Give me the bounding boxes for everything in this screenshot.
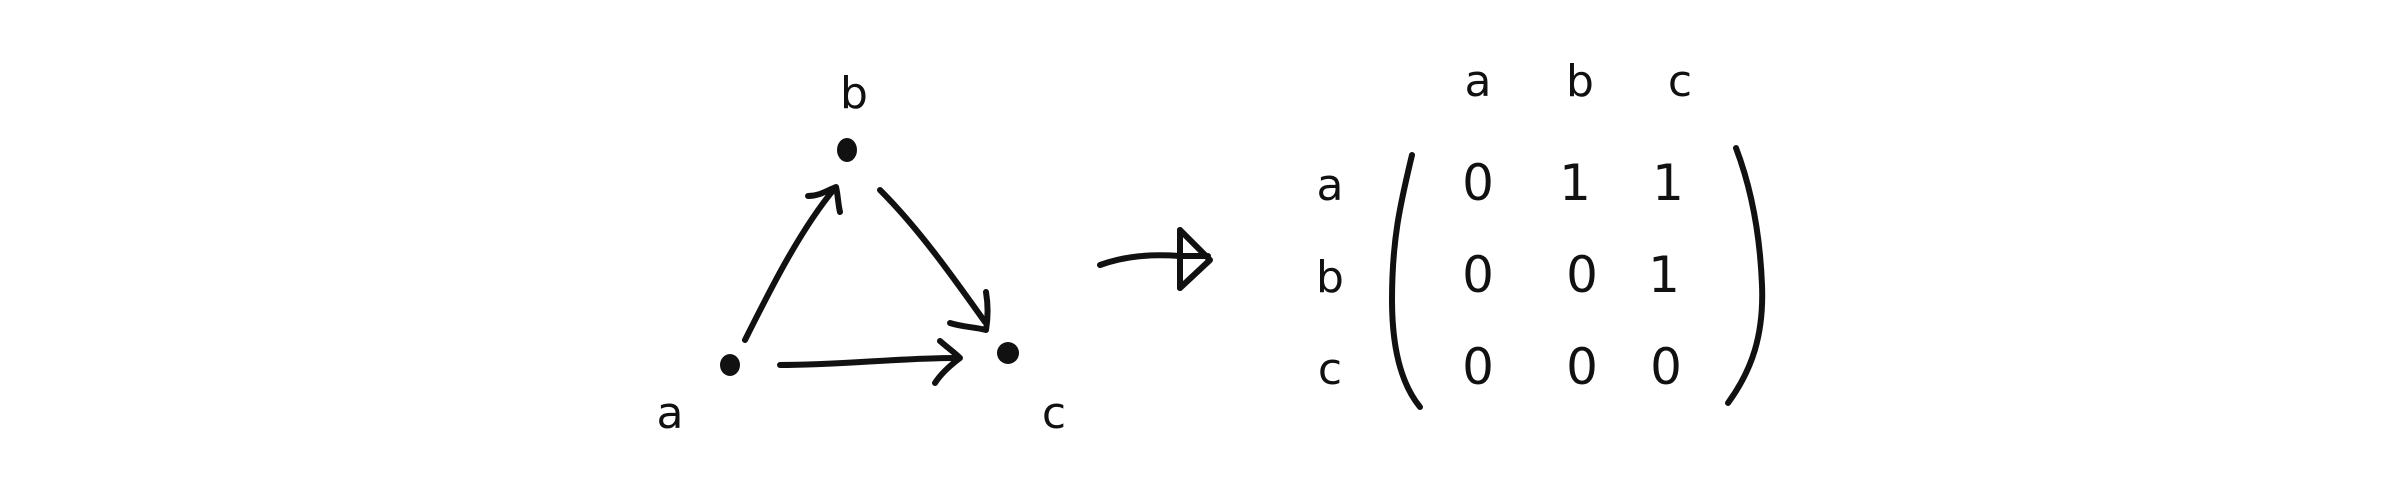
edge-a-to-b-line xyxy=(742,185,838,343)
matrix-cell: 0 xyxy=(1566,338,1598,396)
edge-a-to-b-arrowhead xyxy=(805,184,843,215)
node-a-label: a xyxy=(657,388,684,439)
directed-graph: b a c xyxy=(657,68,1067,439)
matrix-cell: 0 xyxy=(1462,154,1494,212)
edge-a-to-b xyxy=(742,184,843,343)
matrix-cell: 1 xyxy=(1559,154,1591,212)
implies-arrow-head xyxy=(1177,227,1213,291)
matrix-row-header: b xyxy=(1316,252,1344,303)
matrix-cell: 1 xyxy=(1648,246,1680,304)
node-c-label: c xyxy=(1042,388,1066,439)
node-c-dot xyxy=(997,342,1019,364)
matrix-cell: 0 xyxy=(1462,338,1494,396)
edge-a-to-c xyxy=(777,338,963,386)
node-b-dot xyxy=(837,138,857,162)
matrix-cell: 1 xyxy=(1652,154,1684,212)
matrix-left-bracket xyxy=(1389,152,1423,410)
matrix-col-header: b xyxy=(1566,56,1594,107)
edge-b-to-c-arrowhead xyxy=(947,289,991,333)
matrix-col-header: c xyxy=(1668,56,1692,107)
matrix-row-header: c xyxy=(1318,344,1342,395)
matrix-cell: 0 xyxy=(1566,246,1598,304)
edge-b-to-c xyxy=(877,187,991,333)
node-b-label: b xyxy=(840,68,868,119)
adjacency-matrix: a b c a b c 0 1 1 0 0 1 0 0 0 xyxy=(1316,56,1766,410)
implies-arrow-shaft xyxy=(1097,252,1211,268)
edge-b-to-c-line xyxy=(877,187,988,325)
matrix-right-bracket xyxy=(1725,145,1766,406)
matrix-col-header: a xyxy=(1465,56,1492,107)
implies-arrow-icon xyxy=(1097,227,1213,291)
matrix-row-header: a xyxy=(1317,160,1344,211)
matrix-cell: 0 xyxy=(1462,246,1494,304)
edge-a-to-c-arrowhead xyxy=(932,338,963,386)
matrix-cell: 0 xyxy=(1650,338,1682,396)
node-a-dot xyxy=(720,354,740,376)
edge-a-to-c-line xyxy=(777,355,958,368)
